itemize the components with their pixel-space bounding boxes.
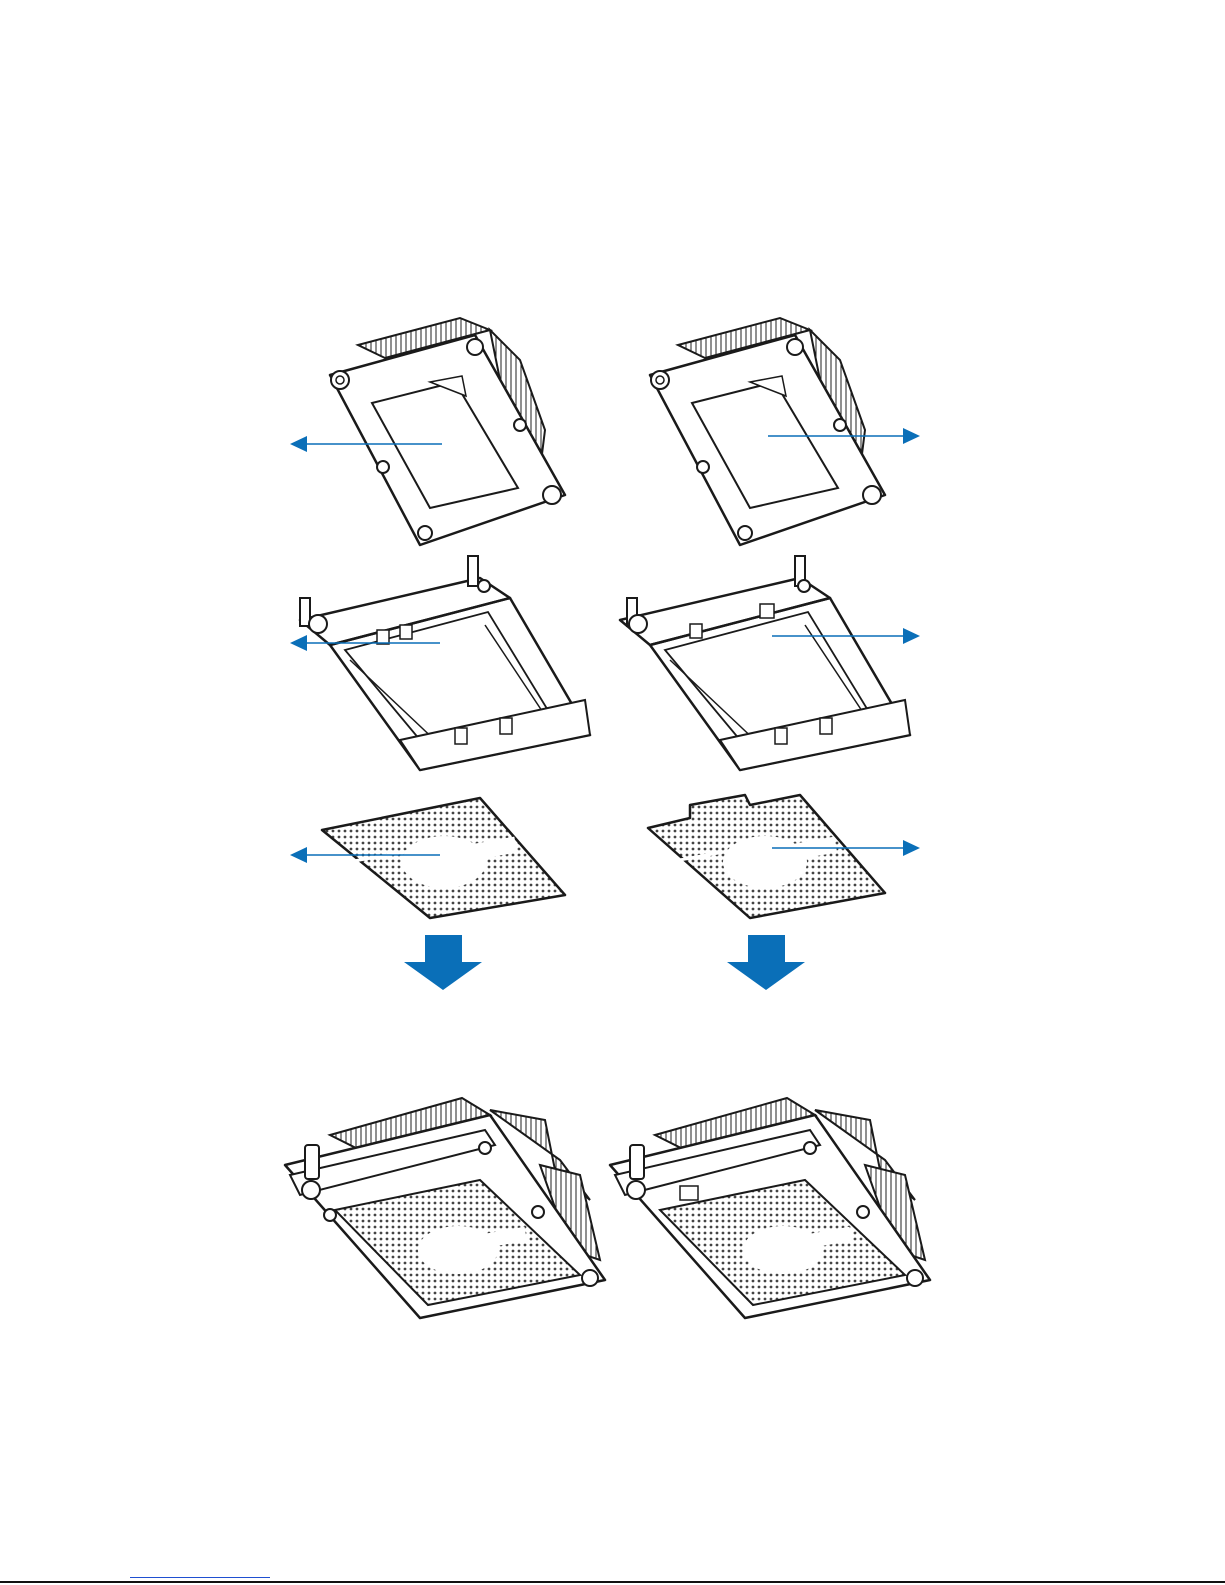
footer-rule [0,1581,1225,1583]
left-assembled-module [285,1098,605,1318]
down-arrow-icon [404,935,482,990]
right-processor [648,795,885,918]
right-assembled-module [610,1098,930,1318]
right-heatsink [650,318,885,545]
down-arrow-icon [727,935,805,990]
left-processor [322,798,565,918]
left-processor-clip [300,556,590,770]
footer-link-underline[interactable] [130,1577,270,1578]
left-heatsink [330,318,565,545]
right-processor-clip [620,556,910,770]
